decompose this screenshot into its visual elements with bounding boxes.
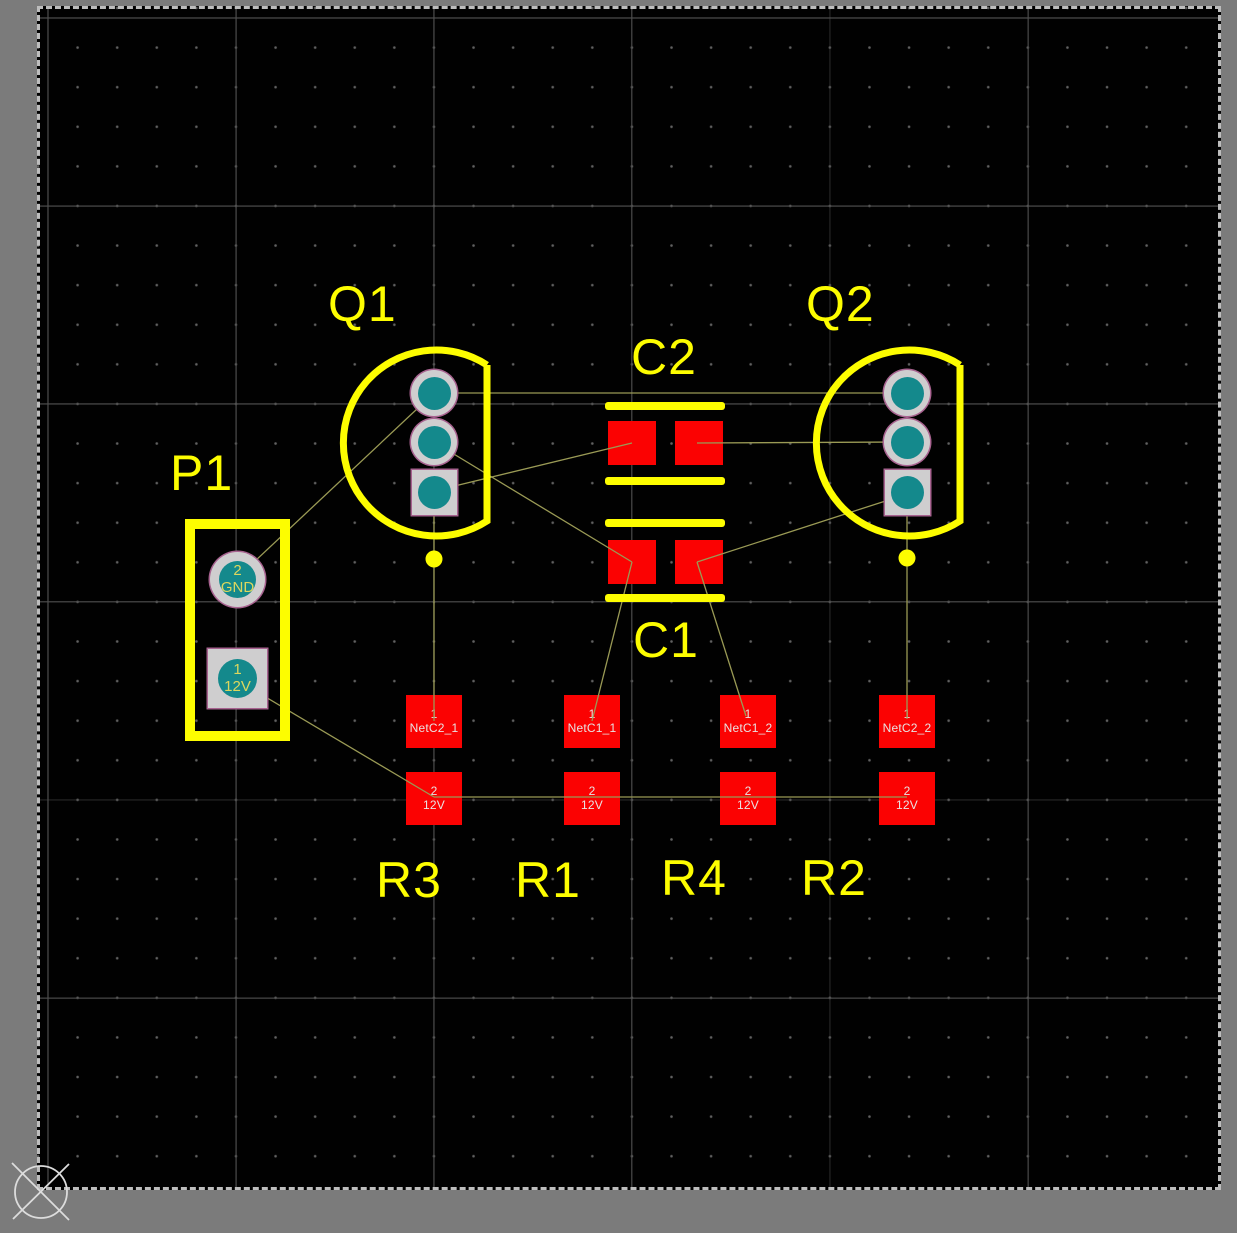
drill-hole	[417, 376, 451, 410]
pad-number: 1	[744, 706, 752, 721]
drill-hole	[890, 425, 924, 459]
pad-q1-1[interactable]	[411, 370, 457, 416]
pad-net-label: NetC2_2	[882, 720, 932, 735]
pad-net-label: 12V	[423, 797, 445, 812]
pad-net-label: NetC2_1	[409, 720, 459, 735]
pad-net-label: 12V	[581, 797, 603, 812]
pad-r1-2[interactable]: 2 12V	[564, 772, 620, 825]
pad-p1-2[interactable]: 2 GND	[210, 552, 265, 607]
pad-number: 2	[430, 783, 438, 798]
designator-r3[interactable]: R3	[376, 852, 442, 908]
drill-hole	[417, 425, 451, 459]
pad-net-label: NetC1_1	[567, 720, 617, 735]
pad-c1-1[interactable]	[608, 540, 656, 584]
pad-net-label: NetC1_2	[723, 720, 773, 735]
pad-net-label: 12V	[737, 797, 759, 812]
designator-r2[interactable]: R2	[801, 850, 867, 906]
pad-label: 2 GND	[210, 552, 265, 607]
designator-p1[interactable]: P1	[170, 445, 234, 501]
pad-r1-1[interactable]: 1 NetC1_1	[564, 695, 620, 748]
pad-net-label: 12V	[224, 677, 251, 695]
pad-r3-1[interactable]: 1 NetC2_1	[406, 695, 462, 748]
designator-q2[interactable]: Q2	[806, 276, 875, 332]
pad-r2-2[interactable]: 2 12V	[879, 772, 935, 825]
pad-net-label: GND	[220, 578, 255, 596]
pad-r4-1[interactable]: 1 NetC1_2	[720, 695, 776, 748]
drill-hole	[418, 476, 451, 509]
drill-hole	[890, 376, 924, 410]
pad-q1-3[interactable]	[412, 470, 457, 515]
pad-c2-1[interactable]	[608, 421, 656, 465]
designator-c2[interactable]: C2	[631, 329, 697, 385]
pad-p1-1[interactable]: 1 12V	[208, 649, 267, 708]
drill-hole	[891, 476, 924, 509]
pad-q2-2[interactable]	[884, 419, 930, 465]
designator-r1[interactable]: R1	[515, 852, 581, 908]
pad-r4-2[interactable]: 2 12V	[720, 772, 776, 825]
pad-number: 2	[903, 783, 911, 798]
pad-number: 2	[233, 562, 242, 580]
pad-number: 2	[744, 783, 752, 798]
designator-r4[interactable]: R4	[661, 850, 727, 906]
pad-number: 1	[588, 706, 596, 721]
pad-r3-2[interactable]: 2 12V	[406, 772, 462, 825]
pad-q2-1[interactable]	[884, 370, 930, 416]
pad-number: 1	[233, 661, 242, 679]
pad-r2-1[interactable]: 1 NetC2_2	[879, 695, 935, 748]
designator-c1[interactable]: C1	[633, 612, 699, 668]
pad-c1-2[interactable]	[675, 540, 723, 584]
pad-c2-2[interactable]	[675, 421, 723, 465]
pad-q1-2[interactable]	[411, 419, 457, 465]
designator-q1[interactable]: Q1	[328, 276, 397, 332]
pad-number: 1	[430, 706, 438, 721]
pad-net-label: 12V	[896, 797, 918, 812]
pad-q2-3[interactable]	[885, 470, 930, 515]
pad-label: 1 12V	[208, 649, 267, 708]
pad-number: 1	[903, 706, 911, 721]
pad-number: 2	[588, 783, 596, 798]
